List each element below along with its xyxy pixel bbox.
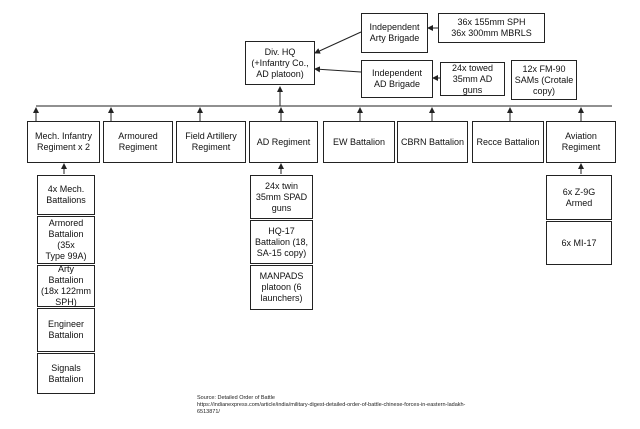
- independent-arty-brigade-box: Independent Arty Brigade: [361, 13, 428, 53]
- engineer-battalion-box: Engineer Battalion: [37, 308, 95, 352]
- signals-battalion-box: Signals Battalion: [37, 353, 95, 394]
- aviation-regiment-box: Aviation Regiment: [546, 121, 616, 163]
- hq17-battalion-box: HQ-17 Battalion (18, SA-15 copy): [250, 220, 313, 264]
- manpads-platoon-box: MANPADS platoon (6 launchers): [250, 265, 313, 310]
- ad-brigade-arrow: [314, 66, 362, 73]
- recce-battalion-box: Recce Battalion: [472, 121, 544, 163]
- mech-infantry-regiment-box: Mech. Infantry Regiment x 2: [27, 121, 100, 163]
- mech-battalions-box: 4x Mech. Battalions: [37, 175, 95, 215]
- independent-ad-brigade-box: Independent AD Brigade: [361, 60, 433, 98]
- arty-brigade-arrow: [314, 31, 362, 54]
- mi17-box: 6x MI-17: [546, 221, 612, 265]
- source-url-line1: https://indianexpress.com/article/india/…: [197, 402, 466, 408]
- source-note: Source: Detailed Order of Battle https:/…: [197, 395, 465, 416]
- ad-regiment-box: AD Regiment: [249, 121, 318, 163]
- field-artillery-regiment-box: Field Artillery Regiment: [176, 121, 246, 163]
- ad-assets-box: 24x towed 35mm AD guns: [440, 62, 505, 96]
- arty-assets-box: 36x 155mm SPH 36x 300mm MBRLS: [438, 13, 545, 43]
- cbrn-battalion-box: CBRN Battalion: [397, 121, 468, 163]
- z9g-armed-box: 6x Z-9G Armed: [546, 175, 612, 220]
- ad-sams-box: 12x FM-90 SAMs (Crotale copy): [511, 60, 577, 100]
- arty-battalion-box: Arty Battalion (18x 122mm SPH): [37, 264, 95, 307]
- armoured-regiment-box: Armoured Regiment: [103, 121, 173, 163]
- source-url-line2: 6513871/: [197, 409, 220, 415]
- div-hq-box: Div. HQ (+Infantry Co., AD platoon): [245, 41, 315, 85]
- ew-battalion-box: EW Battalion: [323, 121, 395, 163]
- source-label: Source: Detailed Order of Battle: [197, 395, 275, 401]
- armored-battalion-box: Armored Battalion (35x Type 99A): [37, 216, 95, 264]
- spad-guns-box: 24x twin 35mm SPAD guns: [250, 175, 313, 219]
